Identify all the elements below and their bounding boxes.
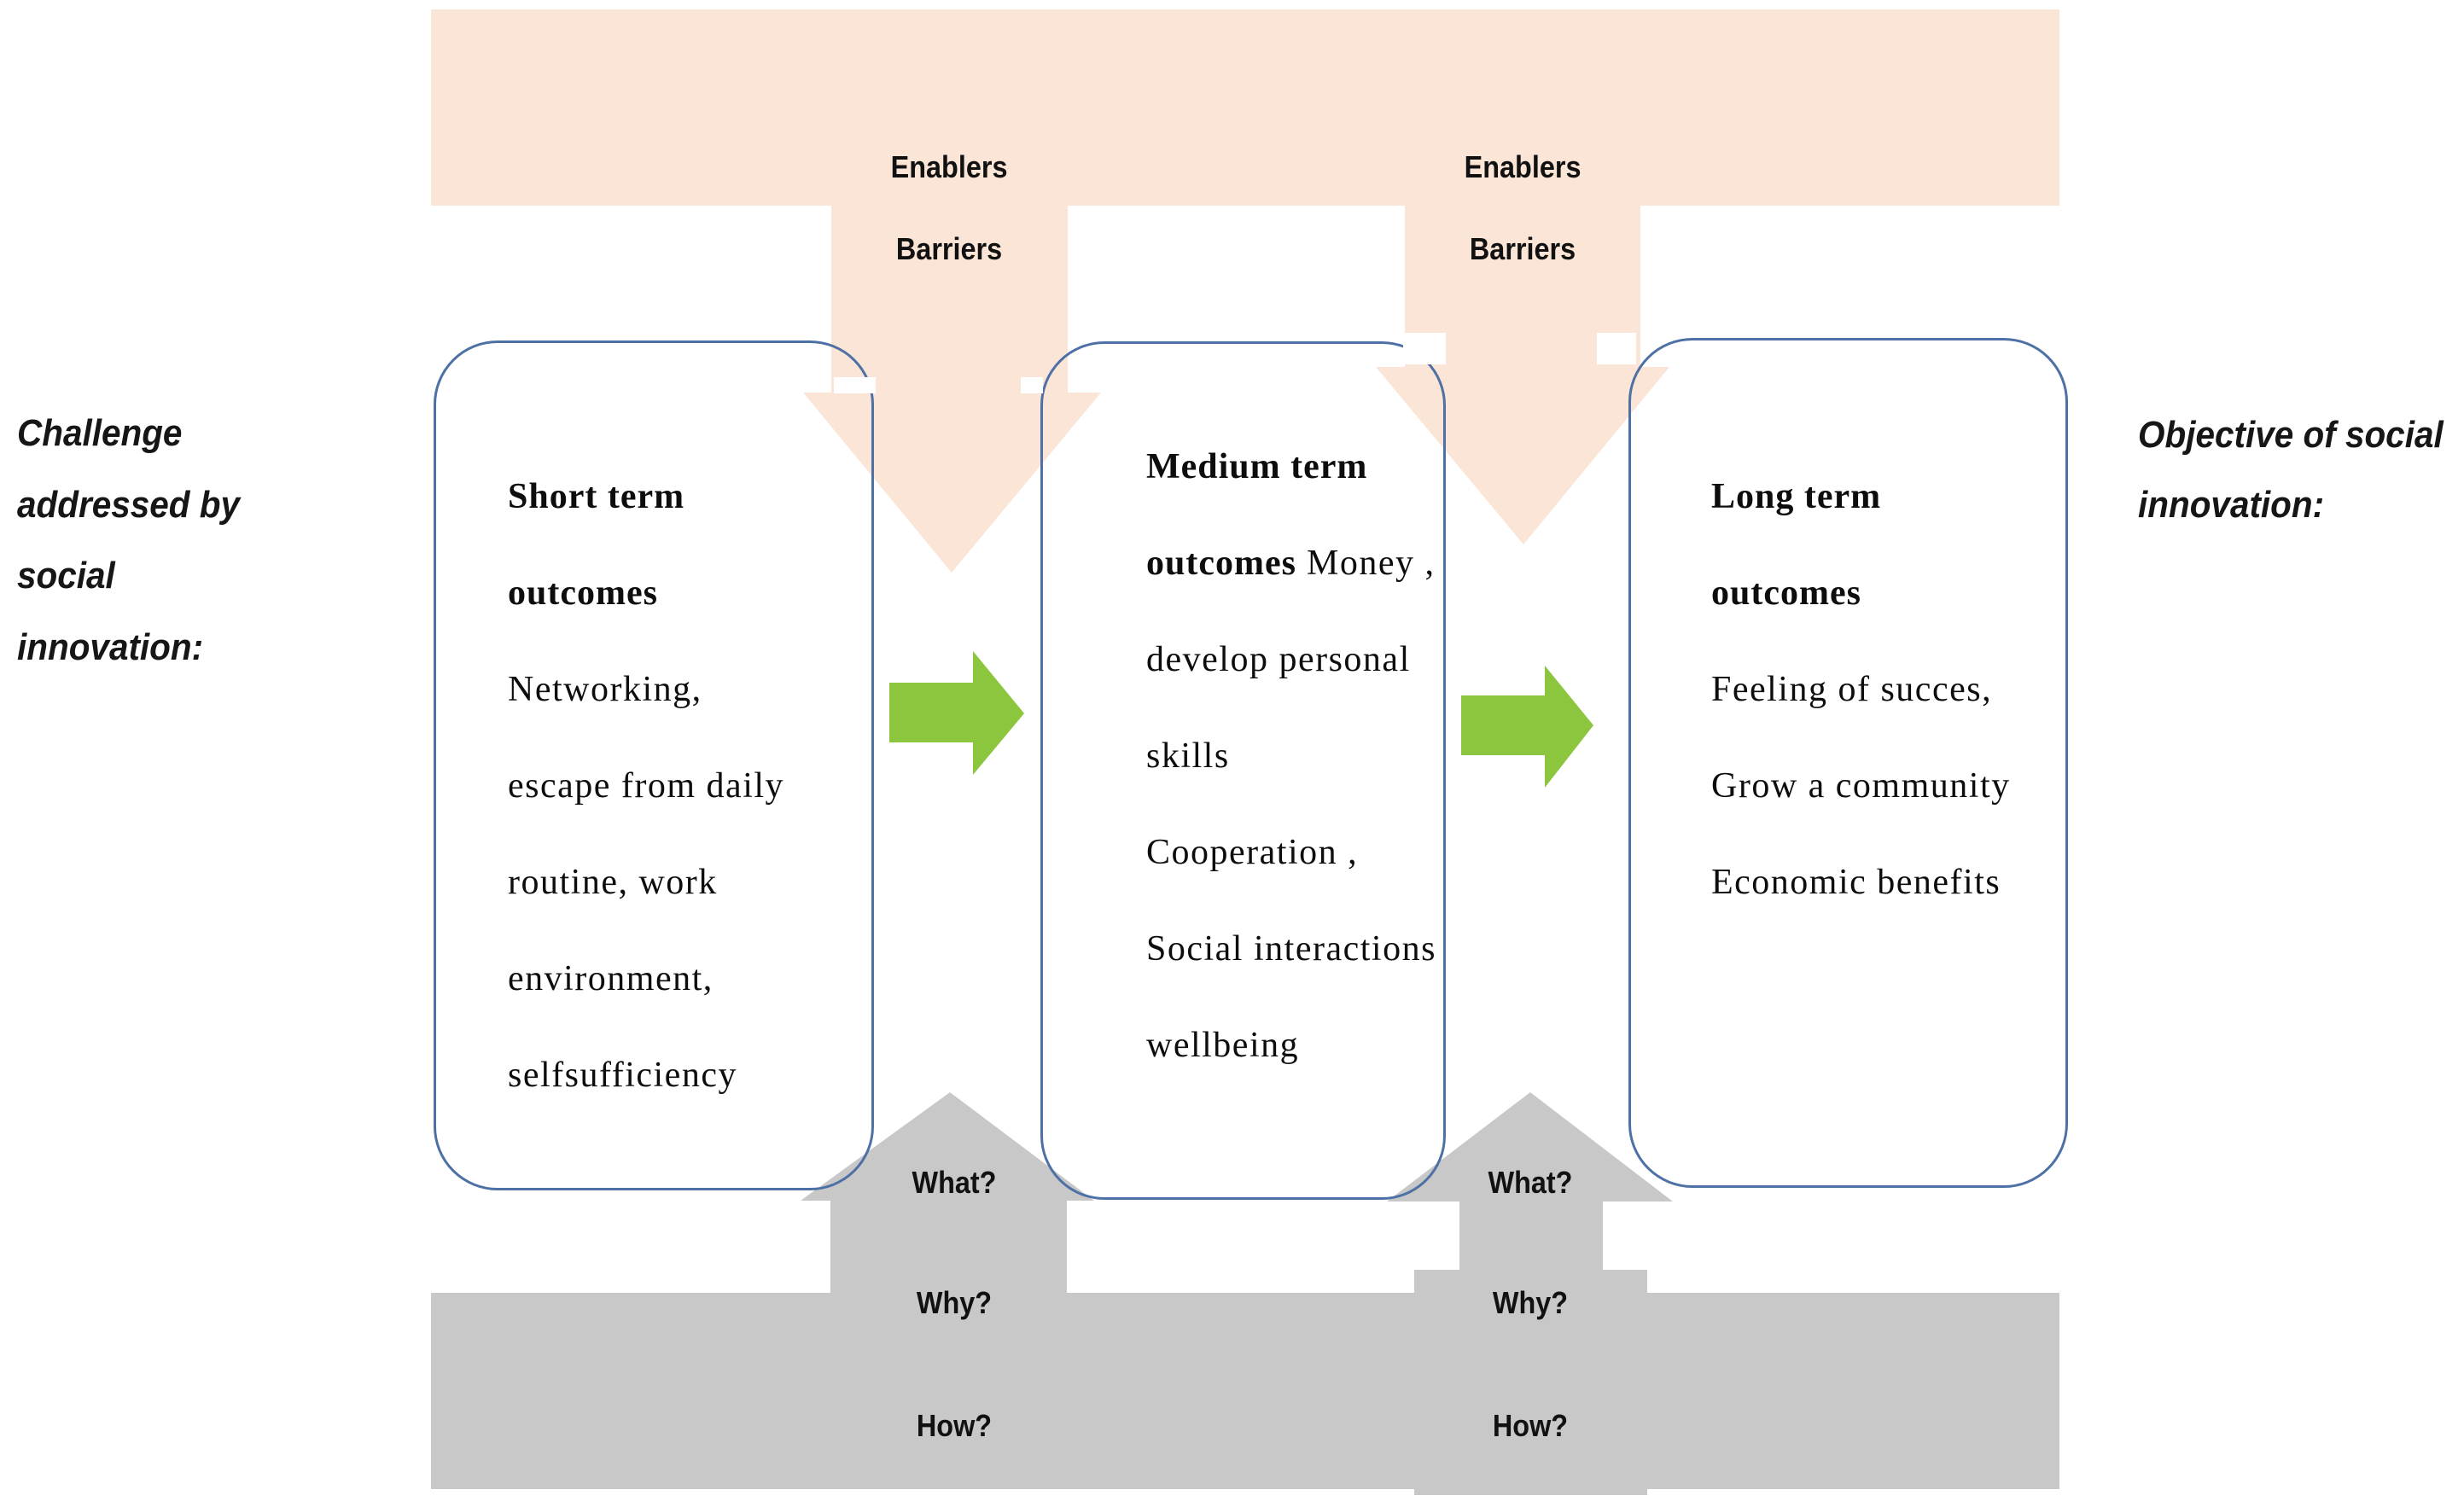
flow-arrow-icon-right xyxy=(1461,666,1593,788)
box-text-line: skills xyxy=(1146,736,1230,776)
box-text-line: develop personal xyxy=(1146,640,1411,679)
challenge-label: Challenge addressed by social innovation… xyxy=(17,412,240,668)
what-label-left: What? xyxy=(912,1165,997,1200)
box-text-line: escape from daily xyxy=(508,766,785,806)
box-text-line: outcomes xyxy=(508,573,658,613)
short-term-box-border xyxy=(434,340,874,1190)
why-label-right: Why? xyxy=(1492,1285,1569,1320)
why-label-left: Why? xyxy=(916,1285,993,1320)
short-term-box-fill xyxy=(434,340,874,1190)
box-text-line: Medium term xyxy=(1146,447,1368,486)
enablers-barriers-label-left: Enablers Barriers xyxy=(831,126,1068,290)
enablers-label: Enablers xyxy=(1464,149,1582,184)
box-text-line: Economic benefits xyxy=(1711,863,2001,902)
enablers-barriers-band xyxy=(431,9,2059,206)
flow-arrow-icon-left xyxy=(889,651,1024,775)
box-text-line: Cooperation , xyxy=(1146,833,1359,872)
box-text-line: wellbeing xyxy=(1146,1026,1300,1065)
medium-term-box-text: Medium term outcomes Money , develop per… xyxy=(1146,419,1453,1094)
how-label-left: How? xyxy=(916,1408,993,1443)
box-text-line: Feeling of succes, xyxy=(1711,670,1993,709)
arrow-notch xyxy=(834,377,876,393)
long-term-box-text: Long term outcomes Feeling of succes, Gr… xyxy=(1711,449,2061,931)
objective-label: Objective of social innovation: xyxy=(2138,414,2444,526)
barriers-label: Barriers xyxy=(1469,231,1576,266)
box-text-line: outcomes Money , xyxy=(1146,544,1436,583)
box-text-line: Short term xyxy=(508,477,685,516)
box-text-line: Social interactions xyxy=(1146,929,1436,969)
box-text-line: Long term xyxy=(1711,477,1882,516)
barriers-label: Barriers xyxy=(896,231,1003,266)
how-label-right: How? xyxy=(1492,1408,1569,1443)
long-term-box-fill xyxy=(1628,338,2068,1188)
arrow-notch xyxy=(1403,333,1446,364)
long-term-box-border xyxy=(1628,338,2068,1188)
short-term-box-text: Short term outcomes Networking, escape f… xyxy=(508,449,866,1124)
box-text-line: selfsufficiency xyxy=(508,1056,737,1095)
arrow-notch xyxy=(1021,377,1043,393)
medium-term-box-fill xyxy=(1040,341,1446,1200)
enablers-barriers-label-right: Enablers Barriers xyxy=(1405,126,1640,290)
medium-term-box-border xyxy=(1040,341,1446,1200)
enablers-label: Enablers xyxy=(891,149,1008,184)
box-text-line: environment, xyxy=(508,959,714,998)
box-text-line: outcomes xyxy=(1711,573,1861,613)
box-text-line: Grow a community xyxy=(1711,766,2011,806)
question-band xyxy=(431,1293,2059,1489)
box-text-line: Networking, xyxy=(508,670,702,709)
what-label-right: What? xyxy=(1488,1165,1573,1200)
arrow-notch xyxy=(1597,333,1636,364)
box-text-line: routine, work xyxy=(508,863,718,902)
